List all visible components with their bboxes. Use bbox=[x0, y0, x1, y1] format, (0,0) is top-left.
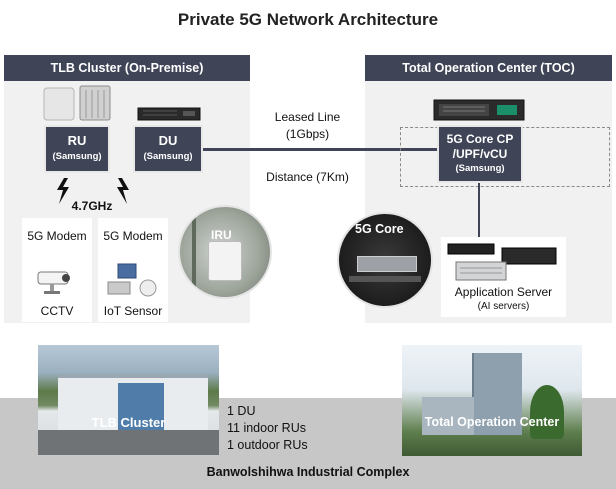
modem-right-label: 5G Modem bbox=[103, 229, 163, 243]
core-rack-server-shape bbox=[357, 256, 417, 272]
core-photo-label: 5G Core bbox=[355, 222, 404, 236]
iot-sensor-icon bbox=[107, 263, 157, 297]
app-server-image bbox=[447, 243, 557, 281]
modem-cctv-card bbox=[22, 218, 92, 322]
core-rack-rail-shape bbox=[349, 276, 421, 282]
du-label: DU bbox=[158, 133, 178, 148]
iru-photo bbox=[178, 205, 272, 299]
toc-annex-shape bbox=[422, 397, 474, 435]
app-server-sub-label: (AI servers) bbox=[477, 301, 530, 312]
tlb-cluster-photo bbox=[38, 345, 219, 455]
du-box: DU (Samsung) bbox=[133, 125, 203, 173]
core-box: 5G Core CP /UPF/vCU (Samsung) bbox=[437, 125, 523, 183]
tlb-photo-label: TLB Cluster bbox=[91, 415, 166, 430]
ru-box: RU (Samsung) bbox=[44, 125, 110, 173]
iru-cable-shape bbox=[192, 215, 196, 287]
du-hardware-image bbox=[137, 107, 201, 121]
stat-indoor-rus: 11 indoor RUs bbox=[227, 421, 306, 435]
tlb-cluster-header: TLB Cluster (On-Premise) bbox=[4, 55, 250, 81]
ru-hardware-image bbox=[43, 85, 111, 121]
toc-header: Total Operation Center (TOC) bbox=[365, 55, 612, 81]
right-wireless-lightning-icon bbox=[117, 178, 129, 204]
toc-tower-shape bbox=[472, 353, 522, 435]
core-to-app-connector bbox=[478, 183, 480, 237]
cctv-label: CCTV bbox=[40, 304, 74, 318]
leased-line-connector bbox=[203, 148, 437, 151]
footer-label: Banwolshihwa Industrial Complex bbox=[206, 465, 410, 479]
distance-label: Distance (7Km) bbox=[266, 170, 349, 184]
bandwidth-label: (1Gbps) bbox=[285, 127, 330, 141]
toc-photo-label: Total Operation Center bbox=[424, 415, 560, 429]
toc-photo bbox=[402, 345, 582, 456]
tlb-ground-shape bbox=[38, 430, 219, 455]
stat-du: 1 DU bbox=[227, 404, 256, 418]
leased-line-label: Leased Line bbox=[274, 110, 341, 124]
core-line1: 5G Core CP bbox=[446, 132, 514, 146]
diagram-title: Private 5G Network Architecture bbox=[177, 10, 439, 29]
core-vendor: (Samsung) bbox=[455, 163, 505, 174]
modem-left-label: 5G Modem bbox=[27, 229, 87, 243]
stat-outdoor-rus: 1 outdoor RUs bbox=[227, 438, 308, 452]
tlb-building-glass-shape bbox=[118, 383, 164, 430]
iot-sensor-label: IoT Sensor bbox=[103, 304, 163, 318]
core-rack-photo bbox=[337, 212, 433, 308]
toc-tree-shape bbox=[530, 385, 564, 439]
core-line2: /UPF/vCU bbox=[452, 147, 508, 161]
app-server-label: Application Server bbox=[454, 285, 553, 299]
frequency-label: 4.7GHz bbox=[71, 199, 113, 213]
du-vendor: (Samsung) bbox=[143, 151, 193, 162]
iru-device-shape bbox=[208, 241, 242, 281]
ru-label: RU bbox=[67, 133, 87, 148]
left-wireless-lightning-icon bbox=[57, 178, 69, 204]
iru-label: IRU bbox=[211, 228, 232, 242]
ru-vendor: (Samsung) bbox=[52, 151, 102, 162]
cctv-camera-icon bbox=[37, 271, 70, 294]
core-server-image bbox=[433, 99, 525, 121]
